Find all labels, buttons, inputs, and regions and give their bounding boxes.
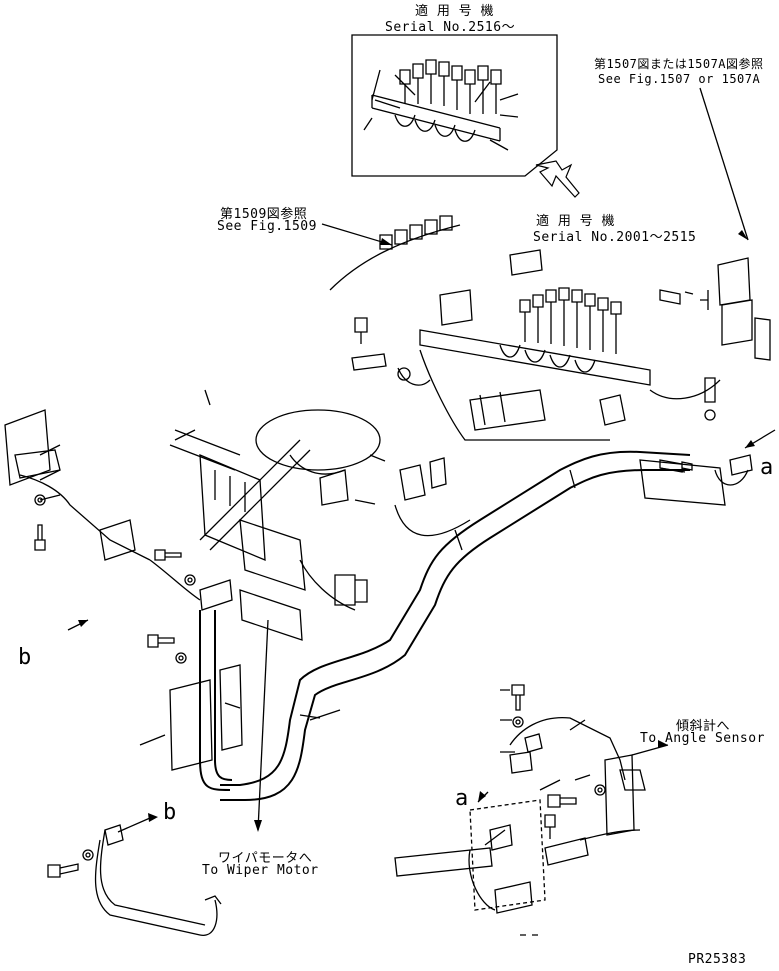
main-harness [199,450,691,801]
angle-sensor-detail [394,716,646,936]
wiper-motor-label-jp: ワイパモータへ [218,851,313,866]
mid-serial-label-en: Serial No.2001～2515 [533,230,697,245]
ref-1507-label-en: See Fig.1507 or 1507A [598,72,761,86]
ref-1507-label-jp: 第1507図または1507A図参照 [594,57,764,71]
connection-letter-b-left: b [18,645,32,670]
wiper-motor-label-en: To Wiper Motor [202,863,319,878]
left-cable [4,409,201,601]
steering-column [169,409,471,641]
connection-letter-a-detail: a [455,786,469,811]
leader-lines [67,87,776,833]
washer-icon [34,494,606,861]
ref-1509-label-jp: 第1509図参照 [220,207,308,222]
arrow-icon [535,160,580,198]
left-small-parts [351,317,431,386]
drawing-number: PR25383 [688,952,747,967]
top-serial-label-en: Serial No.2516～ [385,20,516,35]
right-relays [659,257,771,421]
arrow-heads [78,230,755,832]
angle-sensor-label-en: To Angle Sensor [640,731,765,746]
bolt-icon [659,459,693,473]
top-serial-label-jp: 適 用 号 機 [415,4,494,19]
right-bracket [639,454,753,506]
connection-letter-b-bottom: b [163,800,177,825]
bolt-icon [34,524,577,878]
part-leaders [39,74,591,846]
detail-box-top [351,34,558,177]
connection-letter-a-right: a [760,455,774,480]
lower-bracket [94,664,243,936]
fuse-block-mid [329,215,721,441]
mid-serial-label-jp: 適 用 号 機 [536,214,615,229]
angle-sensor-label-jp: 傾斜計へ [676,719,731,734]
ref-1509-label-en: See Fig.1509 [217,219,317,234]
